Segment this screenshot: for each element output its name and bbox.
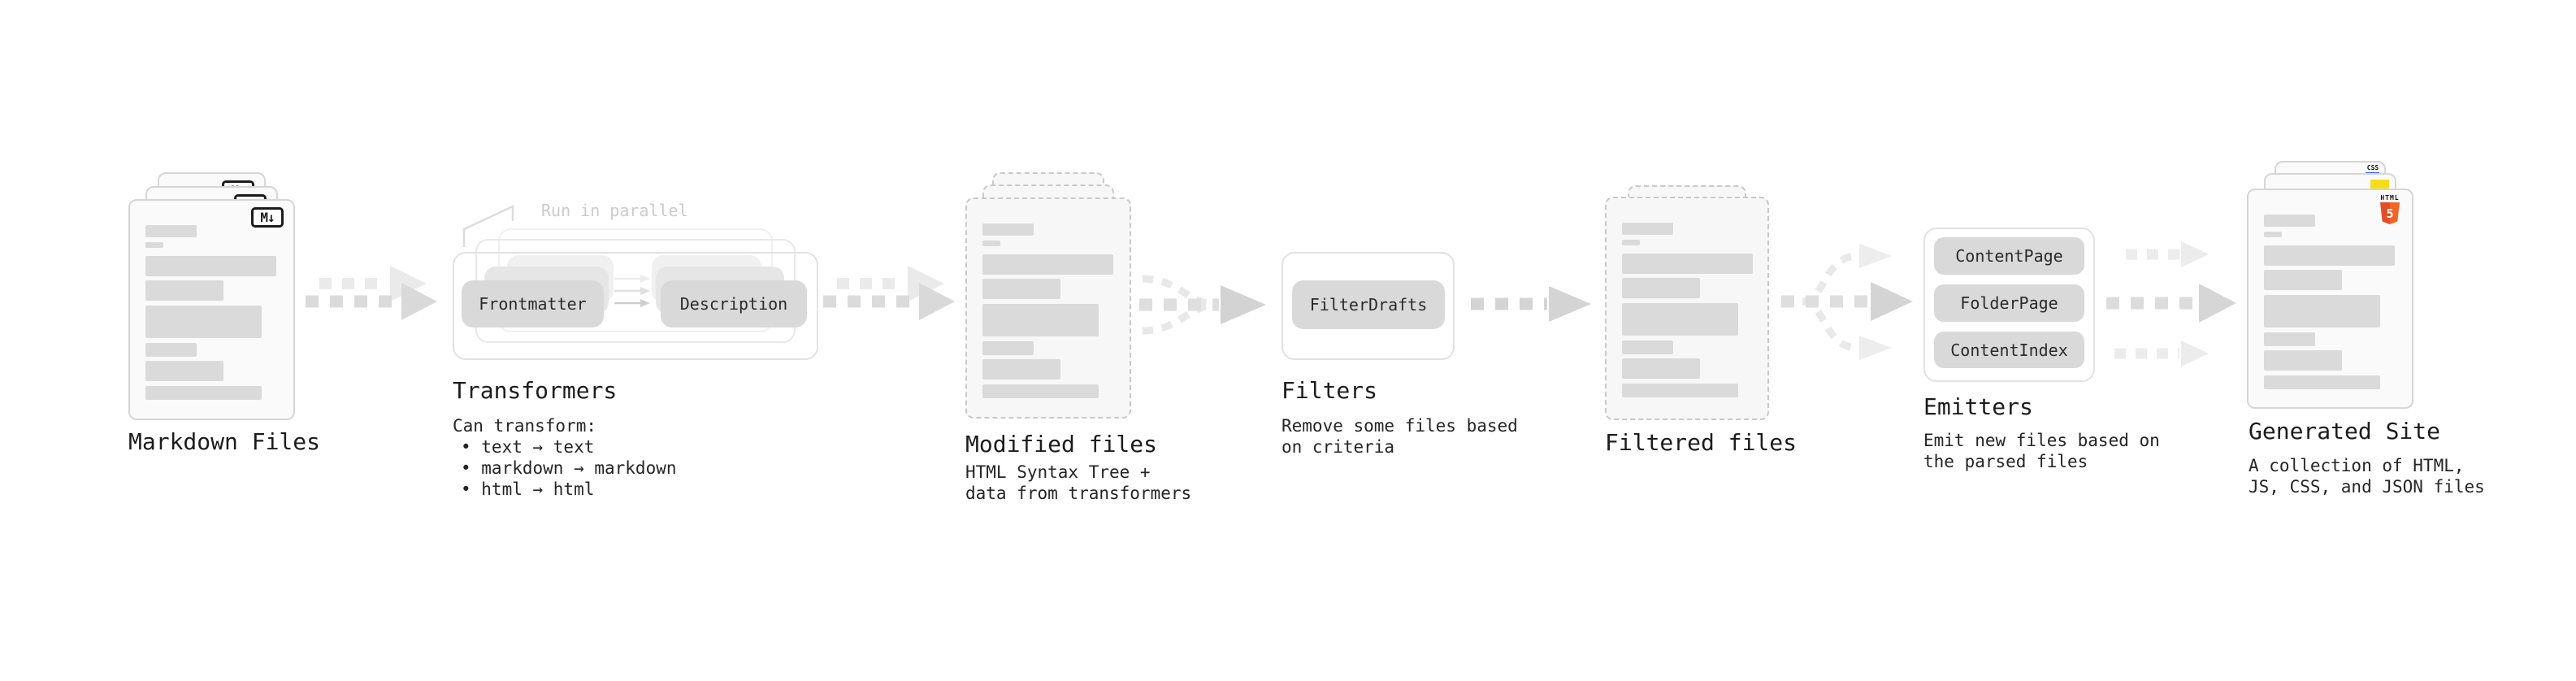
content-placeholder-bar	[982, 254, 1113, 275]
content-placeholder-bar	[2264, 350, 2342, 371]
flow-arrow-single	[1471, 286, 1591, 322]
doc-card-front	[965, 197, 1131, 419]
content-placeholder-bar	[1622, 240, 1640, 245]
transformers-bullet: • html → html	[461, 479, 595, 499]
css-icon-word: CSS	[2366, 164, 2379, 171]
generated-site-description: A collection of HTML, JS, CSS, and JSON …	[2249, 455, 2485, 497]
content-placeholder-bar	[1622, 303, 1738, 336]
content-placeholder-bar	[145, 242, 163, 248]
modified-sub-line: data from transformers	[965, 484, 1192, 503]
pill-connector-arrows	[614, 275, 650, 307]
html5-icon-number: 5	[2386, 206, 2394, 221]
content-placeholder-bar	[145, 386, 262, 400]
html5-icon-word: HTML	[2380, 194, 2400, 202]
flow-arrow-double	[823, 266, 955, 320]
content-placeholder-bar	[145, 361, 223, 381]
doc-card-front: HTML 5	[2247, 189, 2413, 409]
content-placeholder-bar	[145, 280, 223, 301]
generated-site-label: Generated Site	[2249, 418, 2441, 445]
content-placeholder-bar	[982, 241, 1000, 246]
folderpage-pill: FolderPage	[1934, 284, 2084, 322]
emitters-description: Emit new files based on the parsed files	[1923, 430, 2160, 472]
content-placeholder-bar	[2264, 332, 2315, 346]
description-pill: Description	[661, 280, 807, 327]
content-placeholder-bar	[1622, 223, 1673, 235]
filtered-files-label: Filtered files	[1605, 429, 1798, 456]
run-in-parallel-note: Run in parallel	[541, 201, 688, 220]
modified-sub-line: HTML Syntax Tree +	[965, 462, 1151, 482]
note-leader-line	[462, 205, 514, 247]
flow-arrow-diverge	[1781, 244, 1913, 360]
transformers-bullet: • markdown → markdown	[461, 458, 677, 478]
filters-description: Remove some files based on criteria	[1281, 415, 1518, 458]
content-placeholder-bar	[982, 359, 1060, 380]
transformers-sub-line: Can transform:	[453, 416, 597, 436]
content-placeholder-bar	[982, 341, 1034, 355]
html5-icon: HTML 5	[2380, 194, 2400, 224]
flow-arrow-triple	[2106, 241, 2236, 367]
doc-card-front	[1605, 197, 1769, 420]
content-placeholder-bar	[2264, 295, 2380, 327]
contentpage-pill: ContentPage	[1934, 237, 2084, 275]
content-placeholder-bar	[982, 279, 1060, 299]
html5-icon-shield: 5	[2380, 202, 2400, 224]
filters-sub-line: Remove some files based	[1281, 416, 1518, 436]
flow-arrow-double	[306, 266, 437, 320]
markdown-icon: M↓	[251, 207, 284, 228]
content-placeholder-bar	[1622, 358, 1700, 379]
content-placeholder-bar	[2264, 375, 2380, 389]
transformer-box-front	[453, 252, 818, 360]
emitters-title: Emitters	[1923, 393, 2033, 420]
content-placeholder-bar	[1622, 254, 1753, 274]
content-placeholder-bar	[982, 304, 1099, 336]
content-placeholder-bar	[982, 223, 1034, 236]
emitters-sub-line: Emit new files based on	[1923, 431, 2160, 450]
emitters-sub-line: the parsed files	[1923, 452, 2088, 471]
content-placeholder-bar	[2264, 232, 2282, 237]
content-placeholder-bar	[145, 225, 197, 237]
modified-files-description: HTML Syntax Tree + data from transformer…	[965, 462, 1191, 504]
filterdrafts-pill: FilterDrafts	[1292, 280, 1445, 329]
content-placeholder-bar	[2264, 245, 2395, 266]
filters-sub-line: on criteria	[1281, 437, 1395, 457]
contentindex-pill: ContentIndex	[1934, 332, 2084, 368]
content-placeholder-bar	[1622, 384, 1738, 397]
transformers-bullet: • text → text	[461, 437, 595, 457]
generated-sub-line: A collection of HTML,	[2249, 456, 2465, 475]
content-placeholder-bar	[982, 384, 1099, 398]
content-placeholder-bar	[145, 306, 262, 338]
doc-card-front: M↓	[128, 199, 295, 420]
content-placeholder-bar	[2264, 270, 2342, 290]
content-placeholder-bar	[145, 343, 197, 357]
frontmatter-pill: Frontmatter	[462, 280, 604, 327]
content-placeholder-bar	[2264, 215, 2315, 227]
generated-sub-line: JS, CSS, and JSON files	[2249, 477, 2485, 497]
flow-arrow-converge	[1139, 275, 1266, 335]
transformers-description: Can transform: • text → text • markdown …	[453, 415, 677, 500]
filters-title: Filters	[1281, 377, 1378, 404]
content-placeholder-bar	[145, 256, 276, 276]
transformers-title: Transformers	[453, 377, 618, 404]
content-placeholder-bar	[1622, 340, 1673, 354]
markdown-files-label: Markdown Files	[128, 428, 321, 455]
content-placeholder-bar	[1622, 278, 1700, 298]
modified-files-label: Modified files	[965, 431, 1158, 458]
